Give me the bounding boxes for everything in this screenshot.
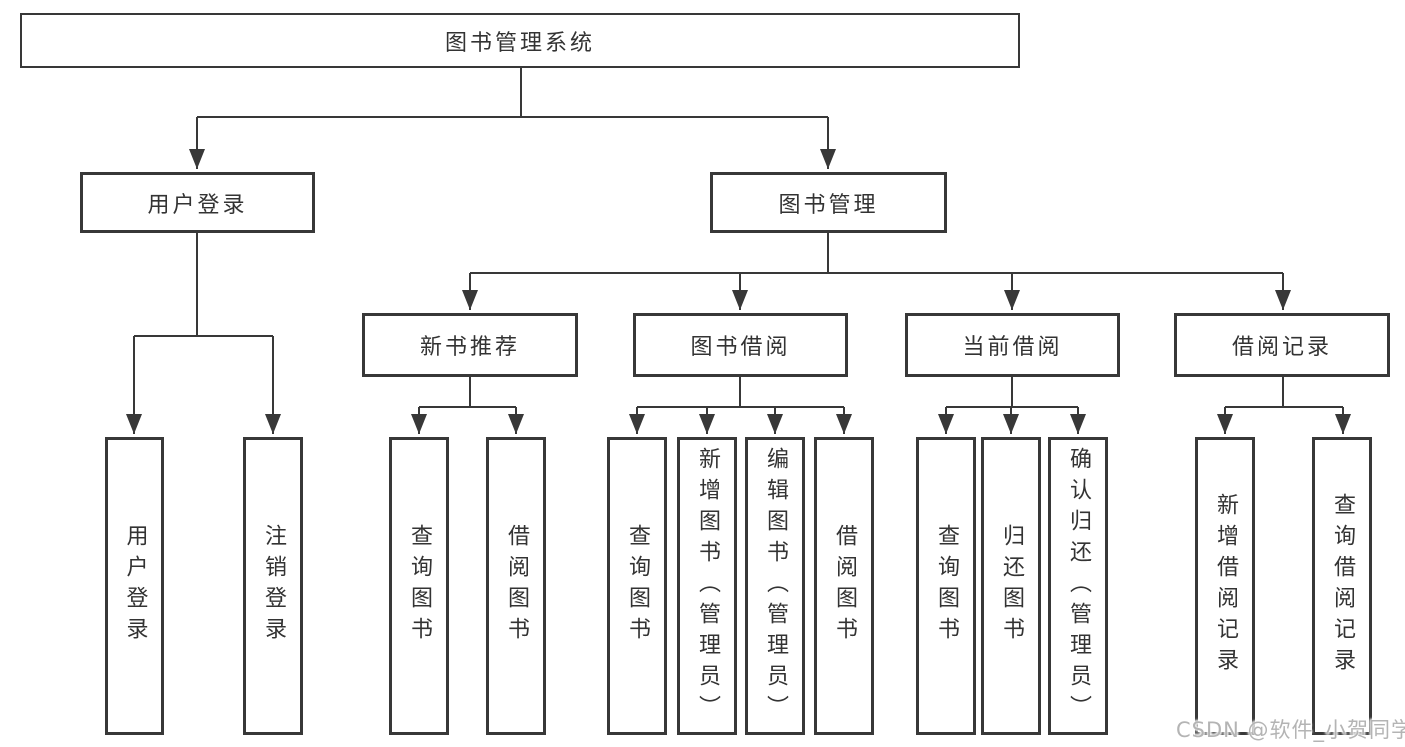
node-current-borrow: 当前借阅	[905, 313, 1120, 377]
leaf-edit-books-admin: 编辑图书（管理员）	[745, 437, 805, 735]
node-book-management: 图书管理	[710, 172, 947, 233]
leaf-confirm-return-admin: 确认归还（管理员）	[1048, 437, 1108, 735]
leaf-borrow-books-2: 借阅图书	[814, 437, 874, 735]
leaf-add-books-admin: 新增图书（管理员）	[677, 437, 737, 735]
leaf-add-borrow-record: 新增借阅记录	[1195, 437, 1255, 735]
leaf-query-books-2: 查询图书	[607, 437, 667, 735]
node-new-book-recommend: 新书推荐	[362, 313, 578, 377]
leaf-borrow-books-1: 借阅图书	[486, 437, 546, 735]
leaf-logout: 注销登录	[243, 437, 303, 735]
leaf-query-books-1: 查询图书	[389, 437, 449, 735]
leaf-user-login: 用户登录	[105, 437, 164, 735]
leaf-return-books: 归还图书	[981, 437, 1041, 735]
leaf-query-borrow-record: 查询借阅记录	[1312, 437, 1372, 735]
leaf-query-books-3: 查询图书	[916, 437, 976, 735]
node-book-borrow: 图书借阅	[633, 313, 848, 377]
node-user-login: 用户登录	[80, 172, 315, 233]
node-library-management-system: 图书管理系统	[20, 13, 1020, 68]
node-borrow-records: 借阅记录	[1174, 313, 1390, 377]
csdn-watermark: CSDN @软件_小贺同学	[1176, 718, 1405, 742]
